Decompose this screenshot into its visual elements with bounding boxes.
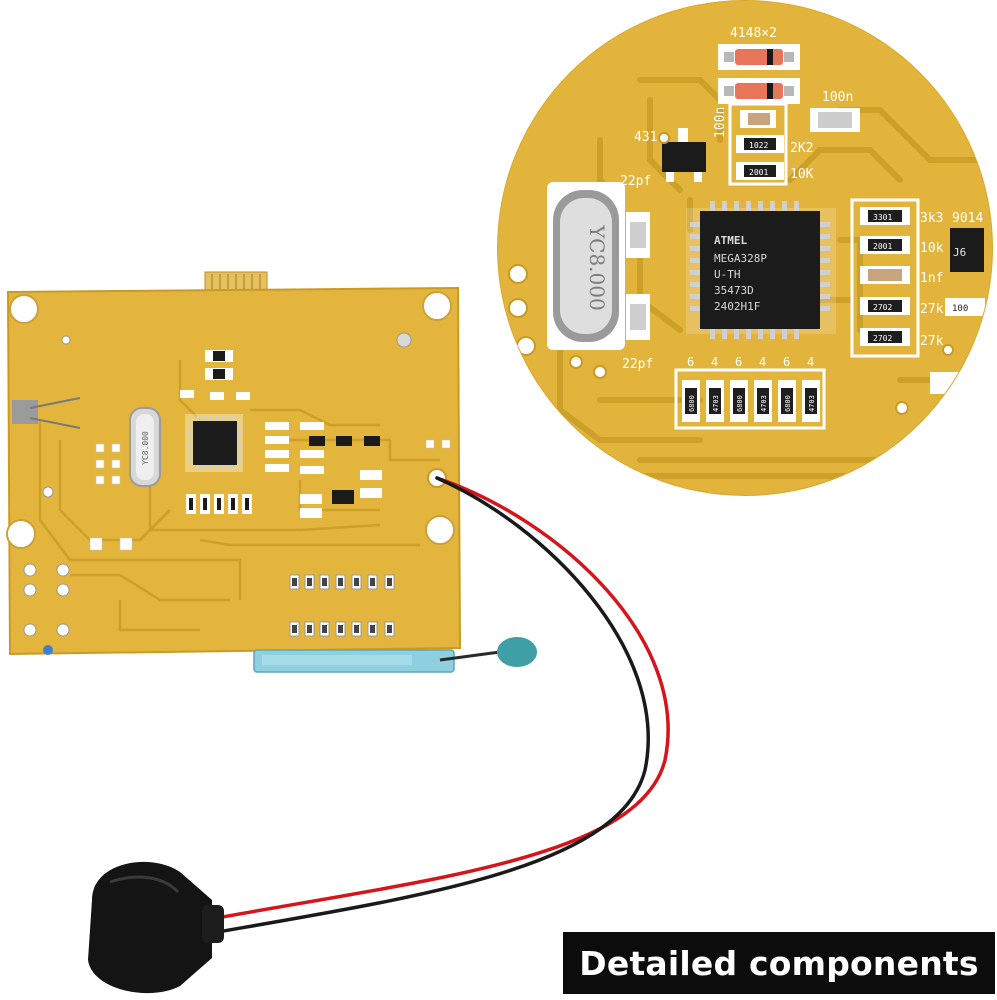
red-wire [193, 476, 670, 924]
mcu-lot: 35473D [714, 284, 754, 297]
label-100: 100 [952, 304, 968, 314]
bank-code: 4703 [712, 395, 720, 412]
label-22pf-top: 22pf [620, 174, 651, 189]
zoom-mcu: ATMEL MEGA328P U-TH 35473D 2402H1F [686, 201, 836, 339]
zoom-crystal-label: YC8.000 [585, 224, 609, 310]
black-wire [193, 476, 650, 938]
label-j6: J6 [953, 246, 966, 259]
bank-code: 4703 [808, 395, 816, 412]
bank-digit: 4 [759, 355, 766, 369]
bank-code: 6800 [784, 395, 792, 412]
label-2k2: 2K2 [790, 141, 813, 156]
mount-hole [422, 291, 452, 321]
battery-cable [193, 476, 670, 938]
mount-hole [6, 519, 36, 549]
label-2702-b: 2702 [873, 334, 892, 343]
bank-code: 4703 [760, 395, 768, 412]
label-9014: 9014 [952, 211, 983, 226]
label-2001-b: 2001 [873, 242, 892, 251]
mcu-brand: ATMEL [714, 234, 747, 247]
bank-digit: 4 [711, 355, 718, 369]
lever-knob [497, 637, 537, 667]
bank-code: 6800 [736, 395, 744, 412]
label-diodes: 4148×2 [730, 26, 777, 41]
label-3k3: 3k3 [920, 211, 943, 226]
mount-hole [425, 515, 455, 545]
label-10k-b: 10k [920, 241, 944, 256]
bank-digit: 4 [807, 355, 814, 369]
caption-banner: Detailed components [563, 932, 995, 994]
label-3301: 3301 [873, 213, 892, 222]
label-27k-b: 27k [920, 334, 944, 349]
label-1022: 1022 [749, 141, 768, 150]
zoom-diode [718, 78, 800, 104]
mount-hole [9, 294, 39, 324]
mcu-model: MEGA328P [714, 252, 767, 265]
label-100n-top: 100n [822, 90, 853, 105]
label-22pf-bottom: 22pf [622, 357, 653, 372]
label-2001: 2001 [749, 168, 768, 177]
board-crystal-label: YC8.000 [141, 431, 150, 465]
label-27k: 27k [920, 302, 944, 317]
mcu-package: U-TH [714, 268, 741, 281]
bank-code: 6800 [688, 395, 696, 412]
label-431: 431 [634, 130, 657, 145]
zoom-diode [718, 44, 800, 70]
bank-digit: 6 [687, 355, 694, 369]
board-mcu [185, 414, 243, 472]
label-100n-side: 100n [713, 107, 728, 138]
zoom-crystal: YC8.000 [547, 182, 625, 350]
bank-digit: 6 [783, 355, 790, 369]
zoom-inset: YC8.000 ATMEL MEGA328P U-TH 3547 [497, 0, 993, 496]
pcb-board: YC8.000 [6, 271, 537, 673]
label-10k: 10K [790, 167, 814, 182]
board-crystal: YC8.000 [129, 407, 161, 487]
label-1nf: 1nf [920, 271, 943, 286]
bank-digit: 6 [735, 355, 742, 369]
battery-clip [88, 861, 224, 994]
mcu-date: 2402H1F [714, 300, 760, 313]
label-2702: 2702 [873, 303, 892, 312]
